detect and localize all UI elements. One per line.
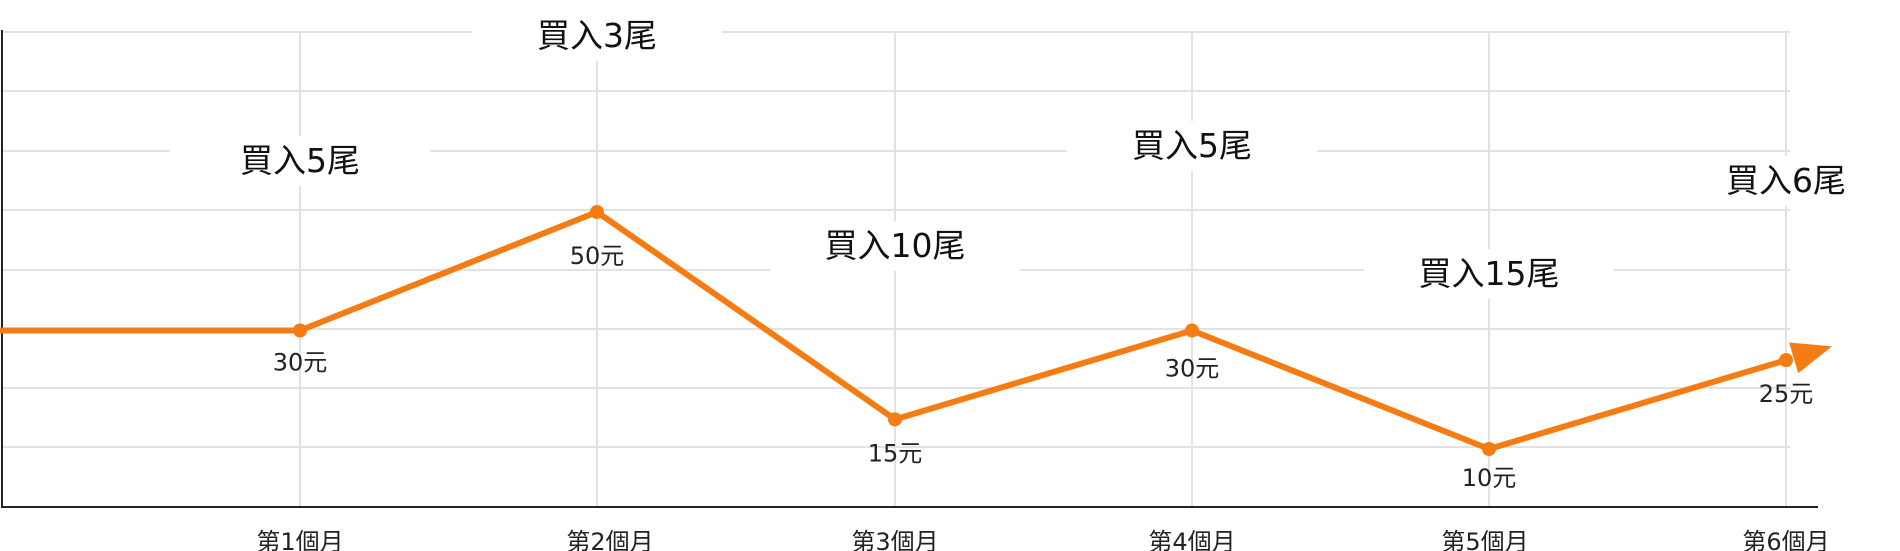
value-label: 30元 xyxy=(273,349,328,377)
purchase-annotation: 買入3尾 xyxy=(537,16,657,55)
annotation-background xyxy=(170,136,430,186)
data-point xyxy=(590,205,604,219)
purchase-annotation: 買入5尾 xyxy=(1132,126,1252,165)
purchase-annotation: 買入10尾 xyxy=(825,226,966,265)
x-tick-label: 第1個月 xyxy=(256,528,343,551)
x-tick-label: 第3個月 xyxy=(851,528,938,551)
price-labels: 30元 50元 15元 30元 10元 25元 xyxy=(273,242,1814,492)
annotation-background xyxy=(472,11,722,61)
arrow-head-icon xyxy=(1789,342,1832,374)
x-axis-tick-labels: 第1個月 第2個月 第3個月 第4個月 第5個月 第6個月 xyxy=(256,528,1829,551)
purchase-annotation: 買入6尾 xyxy=(1726,161,1846,200)
value-label: 15元 xyxy=(868,439,923,467)
value-label: 25元 xyxy=(1759,380,1814,408)
annotation-background xyxy=(1686,156,1886,206)
data-point xyxy=(293,323,307,338)
value-label: 30元 xyxy=(1165,355,1220,383)
annotation-background xyxy=(770,221,1020,271)
purchase-annotation: 買入5尾 xyxy=(240,141,360,180)
annotation-background xyxy=(1364,249,1614,299)
data-point xyxy=(1779,353,1793,368)
value-label: 50元 xyxy=(570,242,625,270)
price-series xyxy=(0,205,1832,456)
purchase-annotation: 買入15尾 xyxy=(1419,254,1560,293)
x-tick-label: 第6個月 xyxy=(1742,528,1829,551)
data-point xyxy=(888,412,902,427)
x-tick-label: 第4個月 xyxy=(1148,528,1235,551)
data-point xyxy=(1482,442,1496,456)
value-label: 10元 xyxy=(1462,464,1517,492)
annotation-background xyxy=(1067,121,1317,171)
axes xyxy=(1,30,1818,508)
x-tick-label: 第5個月 xyxy=(1441,528,1528,551)
data-point xyxy=(1185,323,1199,338)
x-tick-label: 第2個月 xyxy=(566,528,653,551)
